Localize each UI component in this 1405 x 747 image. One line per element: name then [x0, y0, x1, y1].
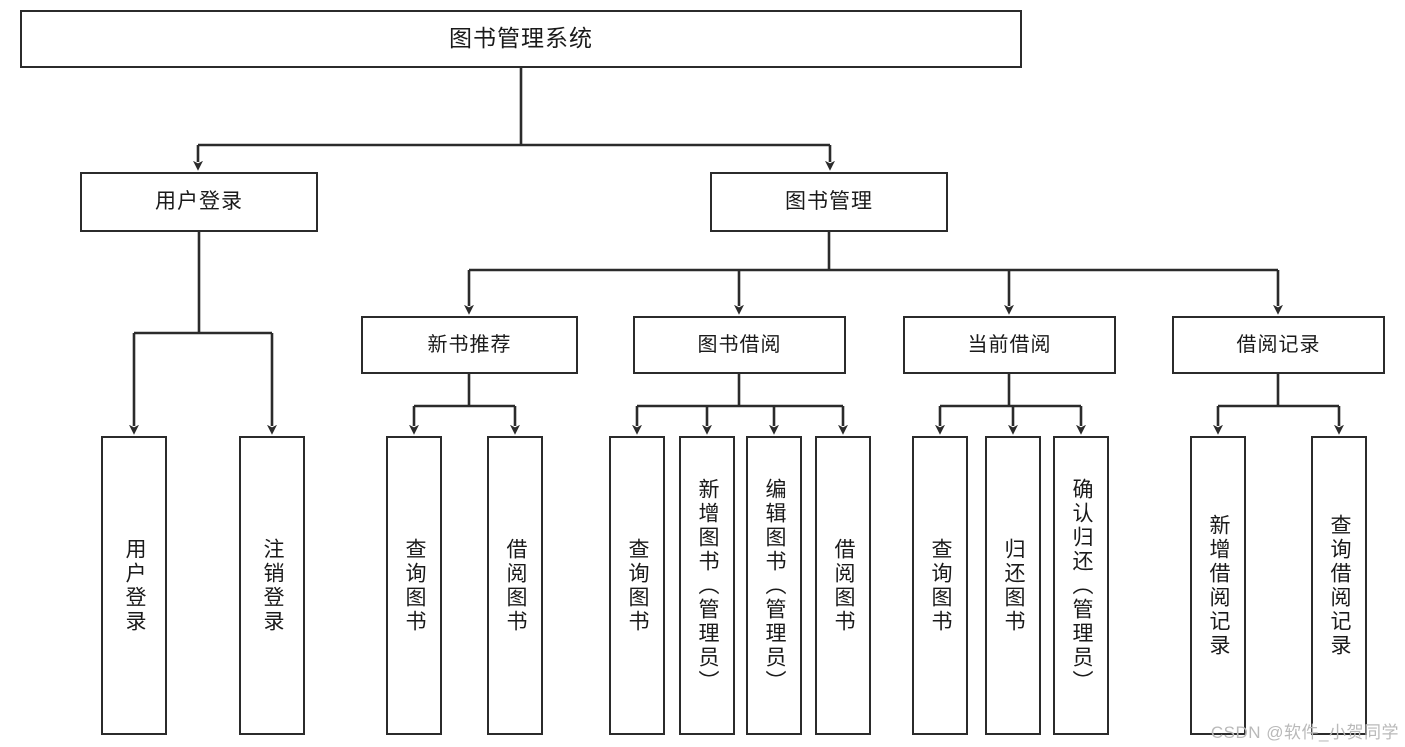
node-label: 查询图书 — [626, 537, 650, 634]
node-label: 新书推荐 — [427, 333, 512, 356]
node-label: 新增图书（管理员） — [696, 477, 720, 694]
leaf-borrow-book[interactable]: 借阅图书 — [815, 436, 871, 735]
leaf-edit-book-admin[interactable]: 编辑图书（管理员） — [746, 436, 802, 735]
leaf-return-book[interactable]: 归还图书 — [985, 436, 1041, 735]
node-label: 确认归还（管理员） — [1070, 477, 1094, 694]
node-label: 用户登录 — [155, 190, 243, 214]
node-label: 查询图书 — [403, 537, 427, 634]
leaf-confirm-return-admin[interactable]: 确认归还（管理员） — [1053, 436, 1109, 735]
leaf-query-book-current[interactable]: 查询图书 — [912, 436, 968, 735]
node-label: 借阅图书 — [504, 537, 528, 634]
node-label: 用户登录 — [123, 537, 147, 634]
node-label: 图书借阅 — [697, 333, 782, 356]
node-label: 图书管理 — [785, 190, 873, 214]
leaf-logout[interactable]: 注销登录 — [239, 436, 305, 735]
leaf-query-book-borrow[interactable]: 查询图书 — [609, 436, 665, 735]
node-current-borrow[interactable]: 当前借阅 — [903, 316, 1116, 374]
node-root-system[interactable]: 图书管理系统 — [20, 10, 1022, 68]
leaf-query-borrow-record[interactable]: 查询借阅记录 — [1311, 436, 1367, 735]
node-new-book-recommend[interactable]: 新书推荐 — [361, 316, 578, 374]
watermark: CSDN @软件_小贺同学 — [1210, 723, 1399, 742]
node-borrow-records[interactable]: 借阅记录 — [1172, 316, 1385, 374]
node-label: 借阅图书 — [832, 537, 856, 634]
leaf-borrow-book-recommend[interactable]: 借阅图书 — [487, 436, 543, 735]
node-user-login[interactable]: 用户登录 — [80, 172, 318, 232]
leaf-user-login[interactable]: 用户登录 — [101, 436, 167, 735]
node-label: 注销登录 — [261, 537, 285, 634]
node-label: 查询图书 — [929, 537, 953, 634]
node-book-borrow[interactable]: 图书借阅 — [633, 316, 846, 374]
leaf-add-borrow-record[interactable]: 新增借阅记录 — [1190, 436, 1246, 735]
node-label: 图书管理系统 — [449, 25, 593, 52]
node-label: 新增借阅记录 — [1207, 513, 1231, 658]
node-label: 编辑图书（管理员） — [763, 477, 787, 694]
leaf-add-book-admin[interactable]: 新增图书（管理员） — [679, 436, 735, 735]
node-book-management[interactable]: 图书管理 — [710, 172, 948, 232]
leaf-query-book-recommend[interactable]: 查询图书 — [386, 436, 442, 735]
node-label: 归还图书 — [1002, 537, 1026, 634]
node-label: 查询借阅记录 — [1328, 513, 1352, 658]
node-label: 当前借阅 — [967, 333, 1052, 356]
node-label: 借阅记录 — [1236, 333, 1321, 356]
